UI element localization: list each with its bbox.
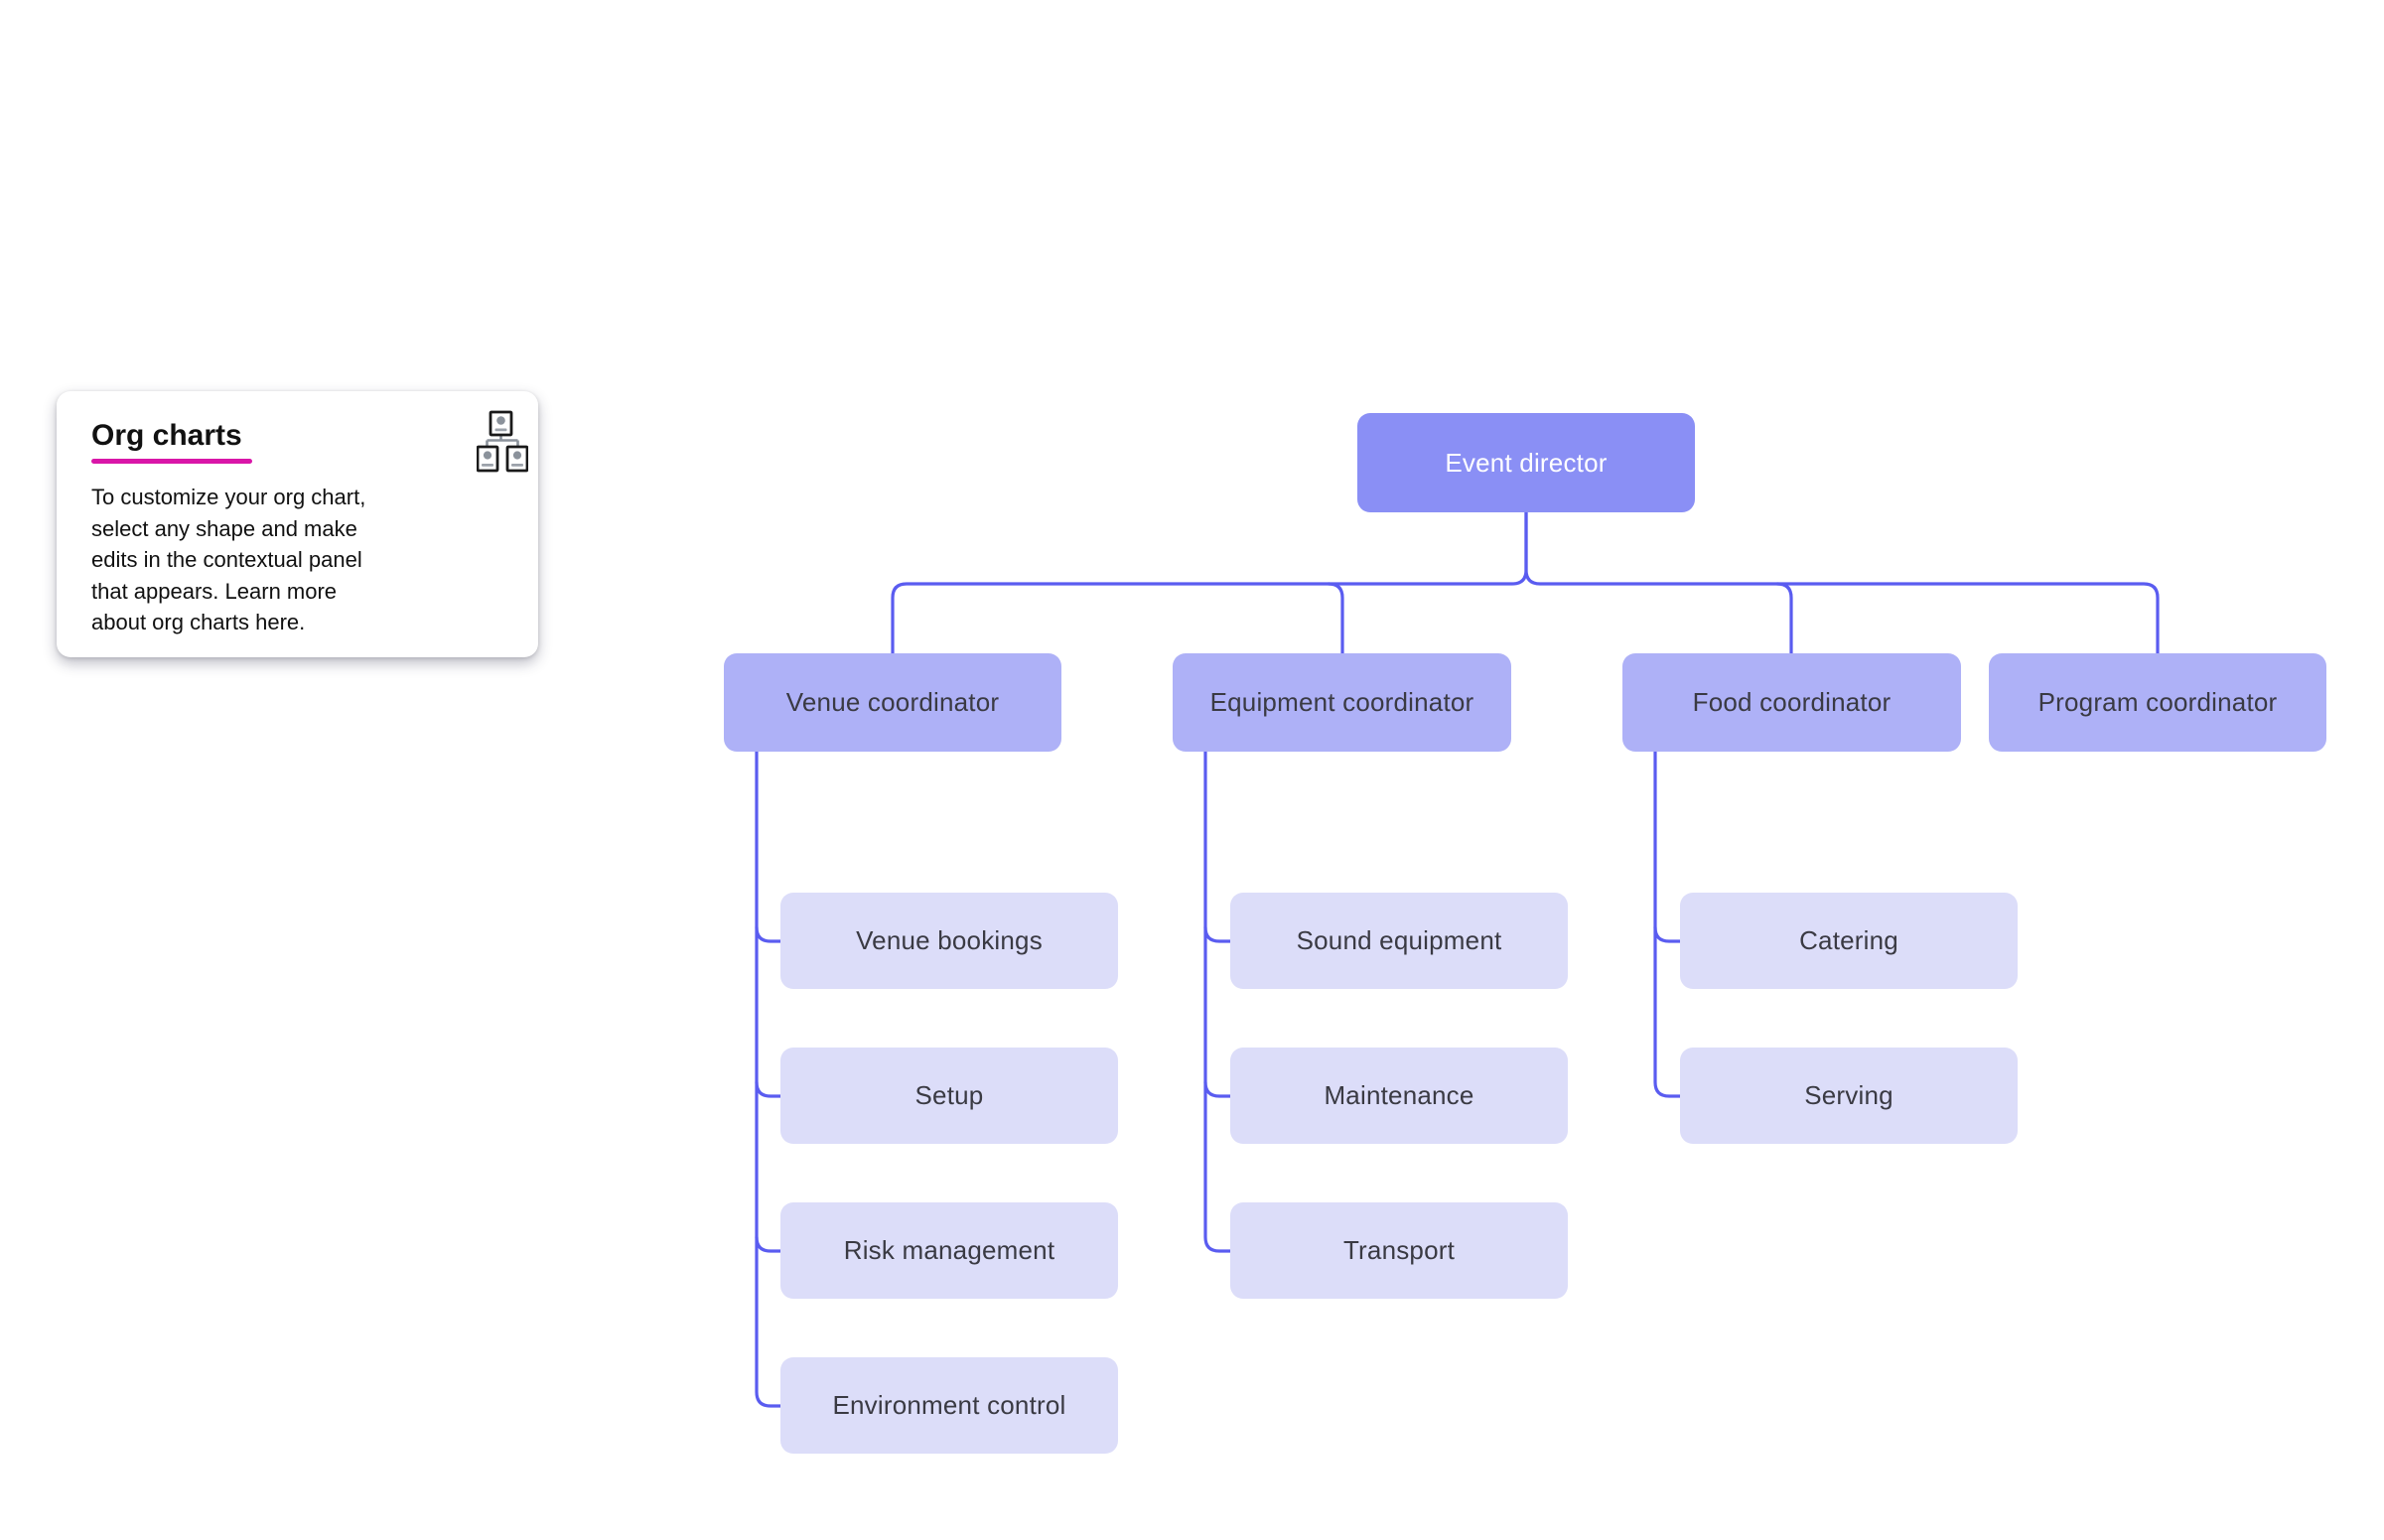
org-node-event-director[interactable]: Event director (1357, 413, 1695, 512)
org-node-label: Risk management (843, 1235, 1055, 1265)
body-line: select any shape and make (91, 515, 357, 541)
org-node-catering[interactable]: Catering (1680, 893, 2018, 989)
org-chart-icon (477, 410, 528, 473)
connector-food-trunk[interactable] (1653, 750, 1682, 1098)
org-node-program-coordinator[interactable]: Program coordinator (1989, 653, 2326, 752)
org-node-venue-bookings[interactable]: Venue bookings (780, 893, 1118, 989)
org-node-label: Venue coordinator (785, 687, 1000, 717)
connector-equipment-trunk[interactable] (1203, 750, 1232, 1253)
org-node-label: Serving (1804, 1080, 1893, 1110)
connector-director-to-venue[interactable] (891, 510, 1528, 655)
org-node-label: Environment control (832, 1390, 1066, 1420)
org-charts-info-card[interactable]: Org charts To customize your org chart, … (57, 391, 538, 657)
org-node-label: Transport (1342, 1235, 1456, 1265)
connector-director-to-food[interactable] (1775, 582, 1793, 655)
org-node-label: Event director (1445, 447, 1608, 478)
info-card-body: To customize your org chart, select any … (91, 482, 508, 638)
connector-venue-to-setup[interactable] (755, 1080, 782, 1098)
connector-venue-trunk[interactable] (755, 750, 782, 1408)
org-node-label: Sound equipment (1296, 925, 1502, 955)
connector-director-to-program[interactable] (1524, 510, 2160, 655)
connector-venue-to-venue-bookings[interactable] (755, 925, 782, 943)
org-node-label: Setup (914, 1080, 984, 1110)
org-node-label: Program coordinator (2037, 687, 2278, 717)
org-node-label: Maintenance (1324, 1080, 1474, 1110)
body-line: To customize your org chart, (91, 485, 366, 509)
org-node-environment-control[interactable]: Environment control (780, 1357, 1118, 1454)
org-node-setup[interactable]: Setup (780, 1048, 1118, 1144)
connector-equipment-to-maintenance[interactable] (1203, 1080, 1232, 1098)
org-node-label: Venue bookings (856, 925, 1043, 955)
org-node-label: Food coordinator (1692, 687, 1892, 717)
connector-venue-to-risk-management[interactable] (755, 1235, 782, 1253)
org-node-transport[interactable]: Transport (1230, 1202, 1568, 1299)
title-underline (91, 459, 252, 464)
body-line: edits in the contextual panel (91, 547, 362, 572)
org-node-food-coordinator[interactable]: Food coordinator (1622, 653, 1961, 752)
connector-director-to-equipment[interactable] (1327, 582, 1344, 655)
connector-food-to-catering[interactable] (1653, 925, 1682, 943)
org-node-venue-coordinator[interactable]: Venue coordinator (724, 653, 1061, 752)
org-node-label: Equipment coordinator (1209, 687, 1474, 717)
org-node-sound-equipment[interactable]: Sound equipment (1230, 893, 1568, 989)
info-card-title: Org charts (91, 419, 242, 452)
org-node-equipment-coordinator[interactable]: Equipment coordinator (1173, 653, 1511, 752)
org-node-maintenance[interactable]: Maintenance (1230, 1048, 1568, 1144)
connector-equipment-to-sound-equipment[interactable] (1203, 925, 1232, 943)
org-node-label: Catering (1799, 925, 1898, 955)
org-node-risk-management[interactable]: Risk management (780, 1202, 1118, 1299)
body-line: about org charts here. (91, 610, 306, 634)
org-node-serving[interactable]: Serving (1680, 1048, 2018, 1144)
body-line: that appears. Learn more (91, 578, 338, 604)
